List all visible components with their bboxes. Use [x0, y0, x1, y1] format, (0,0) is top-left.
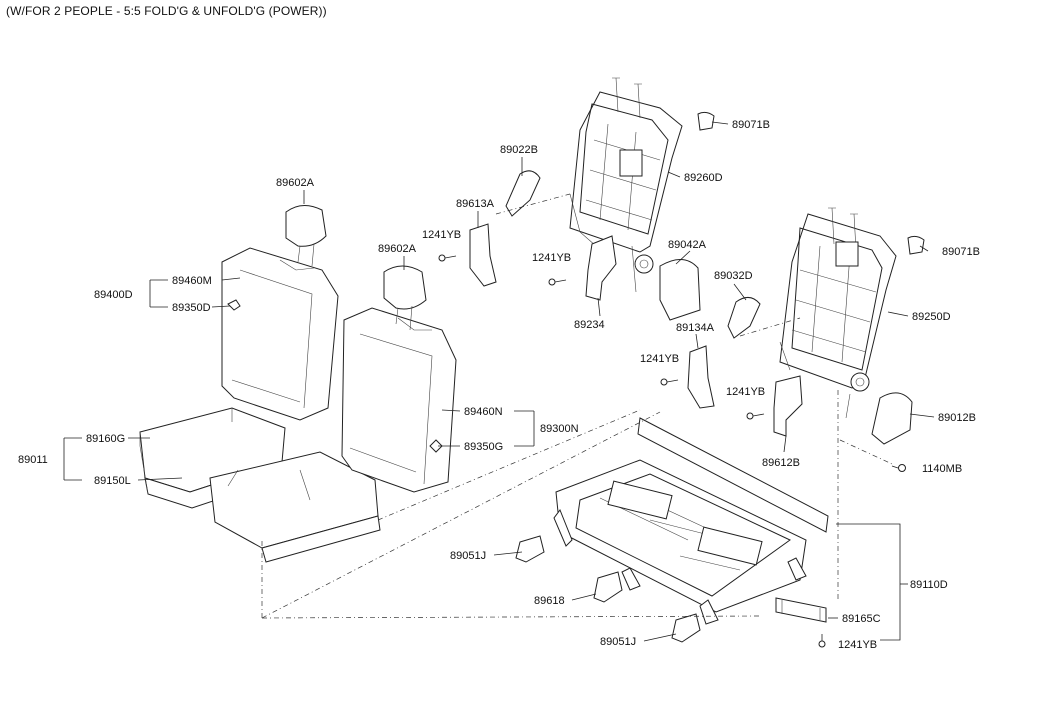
label-89350g: 89350G: [464, 441, 503, 453]
cover-89051j-lower[interactable]: [671, 613, 701, 643]
label-89234: 89234: [574, 319, 605, 331]
label-89602a-left: 89602A: [276, 177, 315, 189]
label-1140mb: 1140MB: [922, 463, 962, 475]
label-89460n: 89460N: [464, 406, 503, 418]
part-labels: 89602A 89602A 89460M 89400D 89350D 89022…: [18, 119, 980, 651]
label-89051j-upper: 89051J: [450, 550, 486, 562]
bolt-1241yb-e[interactable]: [818, 634, 826, 648]
bracket-89612b[interactable]: [773, 375, 803, 437]
construction-lines: [261, 193, 893, 619]
cover-89012b[interactable]: [871, 392, 913, 445]
bracket-89134a[interactable]: [687, 345, 715, 409]
label-89613a: 89613A: [456, 198, 495, 210]
label-89602a-right: 89602A: [378, 243, 417, 255]
label-89051j-lower: 89051J: [600, 636, 636, 648]
cover-89042a[interactable]: [659, 259, 701, 321]
bolt-1241yb-c[interactable]: [660, 378, 679, 386]
cover-89032d[interactable]: [727, 297, 761, 339]
label-89160g: 89160G: [86, 433, 125, 445]
seatback-left[interactable]: [221, 247, 339, 421]
frame-89110d[interactable]: [553, 417, 829, 625]
label-89250d: 89250D: [912, 311, 951, 323]
label-1241yb-e: 1241YB: [838, 639, 877, 651]
label-89134a: 89134A: [676, 322, 715, 334]
label-89460m: 89460M: [172, 275, 212, 287]
headrest-left[interactable]: [285, 205, 327, 267]
leader-lines: [63, 121, 935, 642]
seat-cushion[interactable]: [139, 407, 381, 563]
headrest-right[interactable]: [383, 265, 427, 331]
cover-89022b[interactable]: [505, 170, 541, 217]
frame-89260d[interactable]: [569, 77, 683, 293]
label-89022b: 89022B: [500, 144, 538, 156]
label-89032d: 89032D: [714, 270, 753, 282]
label-89071b-right: 89071B: [942, 246, 980, 258]
label-89150l: 89150L: [94, 475, 131, 487]
diagram-title: (W/FOR 2 PEOPLE - 5:5 FOLD'G & UNFOLD'G …: [6, 4, 327, 18]
label-89012b: 89012B: [938, 412, 976, 424]
label-89042a: 89042A: [668, 239, 707, 251]
bracket-89234[interactable]: [585, 235, 617, 301]
cover-89618[interactable]: [593, 571, 623, 603]
cover-89051j-upper[interactable]: [515, 535, 545, 563]
knob-89071b-right[interactable]: [907, 235, 925, 255]
label-89165c: 89165C: [842, 613, 881, 625]
label-1241yb-c: 1241YB: [640, 353, 679, 365]
label-1241yb-a: 1241YB: [422, 229, 461, 241]
label-89612b: 89612B: [762, 457, 800, 469]
bolt-1241yb-a[interactable]: [438, 254, 457, 262]
label-89011: 89011: [18, 454, 48, 466]
label-89618: 89618: [534, 595, 565, 607]
label-89400d: 89400D: [94, 289, 133, 301]
label-89071b-upper: 89071B: [732, 119, 770, 131]
label-1241yb-b: 1241YB: [532, 252, 571, 264]
frame-89250d[interactable]: [779, 207, 897, 419]
module-89165c[interactable]: [775, 597, 827, 623]
seatback-right[interactable]: [341, 307, 457, 493]
knob-89071b-upper[interactable]: [697, 111, 715, 131]
label-89260d: 89260D: [684, 172, 723, 184]
label-89350d: 89350D: [172, 302, 211, 314]
bracket-89613a[interactable]: [469, 223, 497, 287]
label-1241yb-d: 1241YB: [726, 386, 765, 398]
label-89300n: 89300N: [540, 423, 579, 435]
bolt-1140mb[interactable]: [891, 464, 906, 472]
bolt-1241yb-d[interactable]: [746, 412, 765, 420]
label-89110d: 89110D: [910, 579, 948, 591]
bolt-1241yb-b[interactable]: [548, 278, 567, 286]
